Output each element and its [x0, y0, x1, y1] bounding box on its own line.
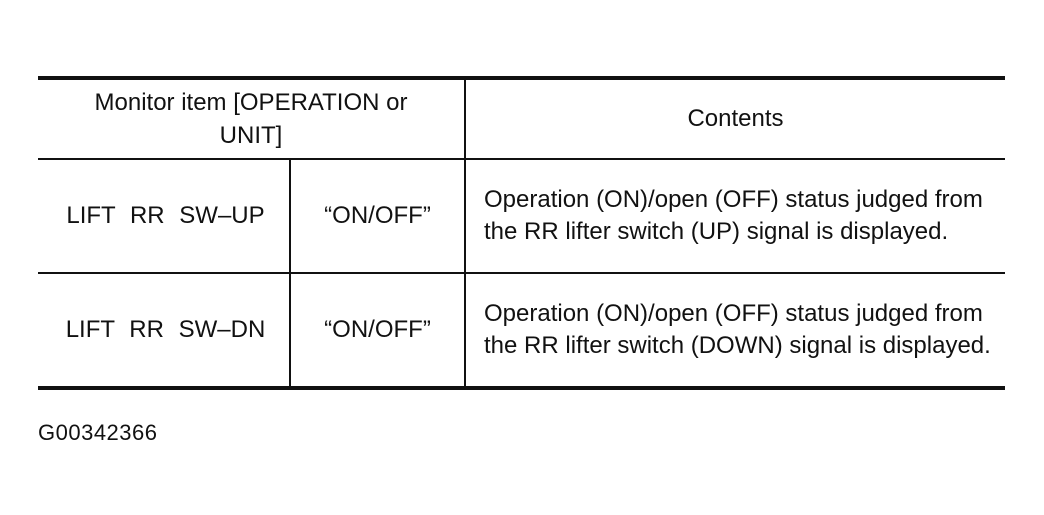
monitor-item-cell: LIFT RR SW–UP — [38, 159, 290, 274]
figure-id-label: G00342366 — [38, 420, 158, 445]
contents-cell: Operation (ON)/open (OFF) status judged … — [464, 273, 1005, 390]
contents-header: Contents — [464, 76, 1005, 160]
table-row: LIFT RR SW–UP “ON/OFF” Operation (ON)/op… — [38, 159, 1005, 274]
header-row: Monitor item [OPERATION or UNIT] Content… — [38, 76, 1005, 160]
monitor-item-header: Monitor item [OPERATION or UNIT] — [38, 76, 465, 160]
monitor-item-table: Monitor item [OPERATION or UNIT] Content… — [38, 76, 1005, 390]
monitor-item-cell: LIFT RR SW–DN — [38, 273, 290, 390]
monitor-value-cell: “ON/OFF” — [289, 273, 465, 390]
contents-cell: Operation (ON)/open (OFF) status judged … — [464, 159, 1005, 274]
monitor-value-cell: “ON/OFF” — [289, 159, 465, 274]
table-row: LIFT RR SW–DN “ON/OFF” Operation (ON)/op… — [38, 273, 1005, 390]
